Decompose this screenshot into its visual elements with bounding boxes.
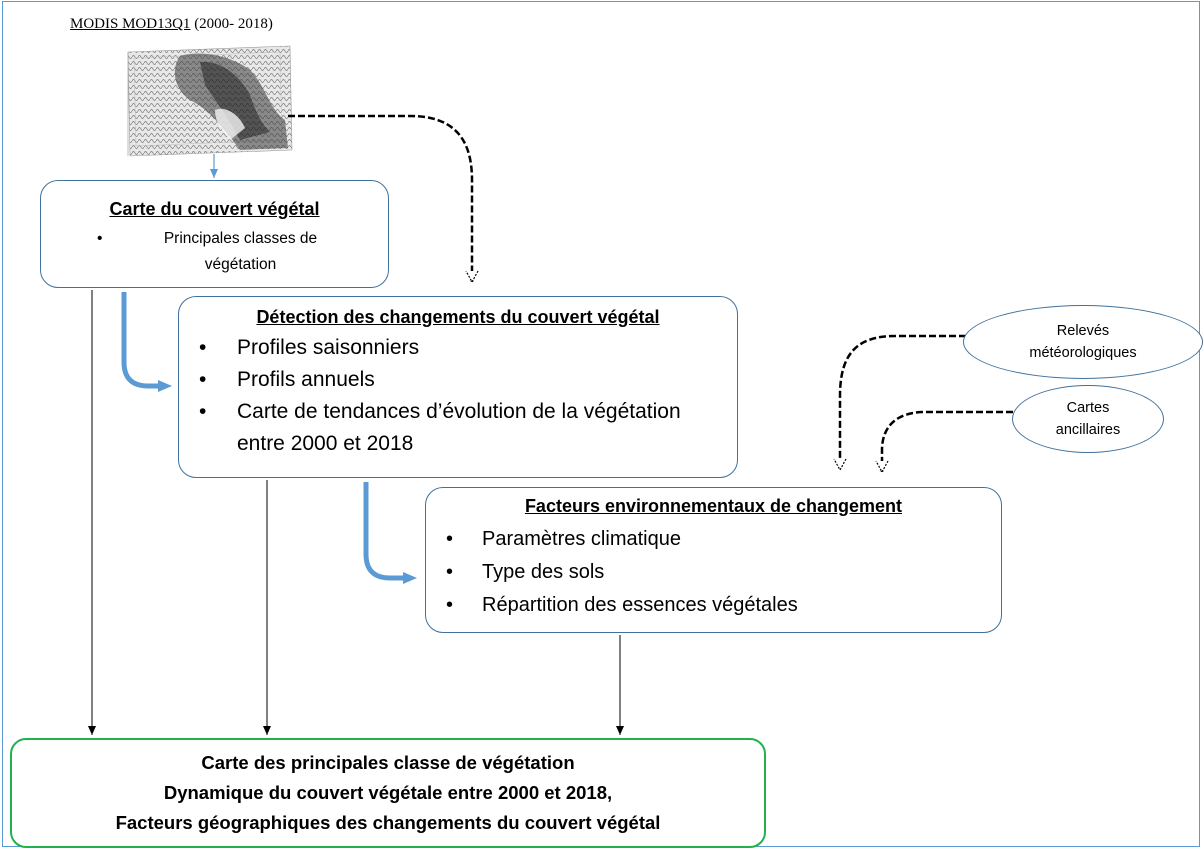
thick-arrow-head-1 [158,380,172,392]
change-detection-list: Profiles saisonniers Profils annuels Car… [179,332,737,460]
vegetation-map-box: Carte du couvert végétal Principales cla… [40,180,389,288]
list-item: Profiles saisonniers [179,332,737,364]
source-title: MODIS MOD13Q1 (2000- 2018) [70,16,273,33]
list-item: Type des sols [426,556,1001,589]
dashed-arrow-image-to-detection [288,114,479,284]
change-detection-box: Détection des changements du couvert vég… [178,296,738,478]
output-line-1: Carte des principales classe de végétati… [201,752,575,773]
environmental-factors-box: Facteurs environnementaux de changement … [425,487,1002,633]
list-item: Profils annuels [179,364,737,396]
thick-arrow-head-2 [403,572,417,584]
vegetation-map-list: Principales classes de végétation [41,226,388,278]
output-line-3: Facteurs géographiques des changements d… [115,812,661,833]
meteo-line-2: météorologiques [1029,345,1137,361]
thick-arrow-detection-to-factors [363,482,405,581]
dashed-arrow-ancillary-to-factors [875,410,1013,474]
change-detection-title: Détection des changements du couvert vég… [256,307,660,327]
list-item: Principales classes de végétation [41,226,388,278]
ancillary-maps-ellipse: Cartes ancillaires [1012,385,1164,453]
meteo-data-ellipse: Relevés météorologiques [963,305,1203,379]
list-item: Carte de tendances d’évolution de la vég… [179,396,737,460]
vegetation-map-title: Carte du couvert végétal [109,199,320,219]
source-name: MODIS MOD13Q1 [70,16,191,32]
list-item: Répartition des essences végétales [426,589,1001,622]
environmental-factors-list: Paramètres climatique Type des sols Répa… [426,523,1001,622]
thick-arrow-vegetation-to-detection [121,292,160,389]
modis-image-stack [127,45,293,157]
ancillary-line-2: ancillaires [1055,422,1121,438]
ancillary-line-1: Cartes [1066,400,1110,416]
environmental-factors-title: Facteurs environnementaux de changement [524,496,903,516]
source-period: (2000- 2018) [194,16,273,32]
output-box: Carte des principales classe de végétati… [10,738,766,848]
dashed-arrow-meteo-to-factors [833,334,966,472]
list-item: Paramètres climatique [426,523,1001,556]
meteo-line-1: Relevés [1056,323,1110,339]
output-line-2: Dynamique du couvert végétale entre 2000… [163,782,613,803]
